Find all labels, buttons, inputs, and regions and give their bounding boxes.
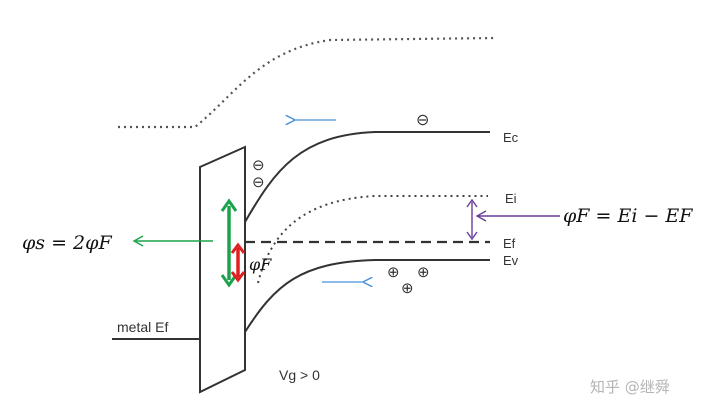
hole-symbol: ⊕ [387,264,400,281]
equation-phi-s: φs = 2φF [22,232,112,254]
electron-symbol: ⊖ [252,157,265,174]
conduction-band-ec [244,131,490,223]
label-ec: Ec [503,130,519,145]
equation-phi-f: φF = Ei − EF [563,205,693,227]
hole-symbol: ⊕ [417,264,430,281]
purple-double-arrow-top-head [466,198,478,208]
valence-band-ev [244,259,490,333]
purple-double-arrow-bottom-head [466,231,478,241]
oxide-layer [199,145,246,394]
label-ei: Ei [505,191,517,206]
green-double-arrow-bottom-head [220,274,238,288]
red-double-arrow-bottom-head [230,271,246,283]
electron-symbol: ⊖ [416,112,429,129]
hole-symbol: ⊕ [401,280,414,297]
green-double-arrow-top-head [220,198,238,212]
label-vg: Vg > 0 [279,367,320,383]
red-double-arrow-top-head [230,242,246,254]
green-arrow-left-head [132,235,144,247]
equation-phi-f-small: φF [249,255,272,274]
label-ef: Ef [503,236,516,251]
purple-pointer-head [475,210,487,222]
electron-symbol: ⊖ [252,174,265,191]
label-metal-ef: metal Ef [117,319,168,335]
vacuum-level-curve [118,36,496,129]
label-ev: Ev [503,253,519,268]
watermark-text: 知乎 @继舜 [590,378,670,396]
intrinsic-level-ei [257,195,488,284]
